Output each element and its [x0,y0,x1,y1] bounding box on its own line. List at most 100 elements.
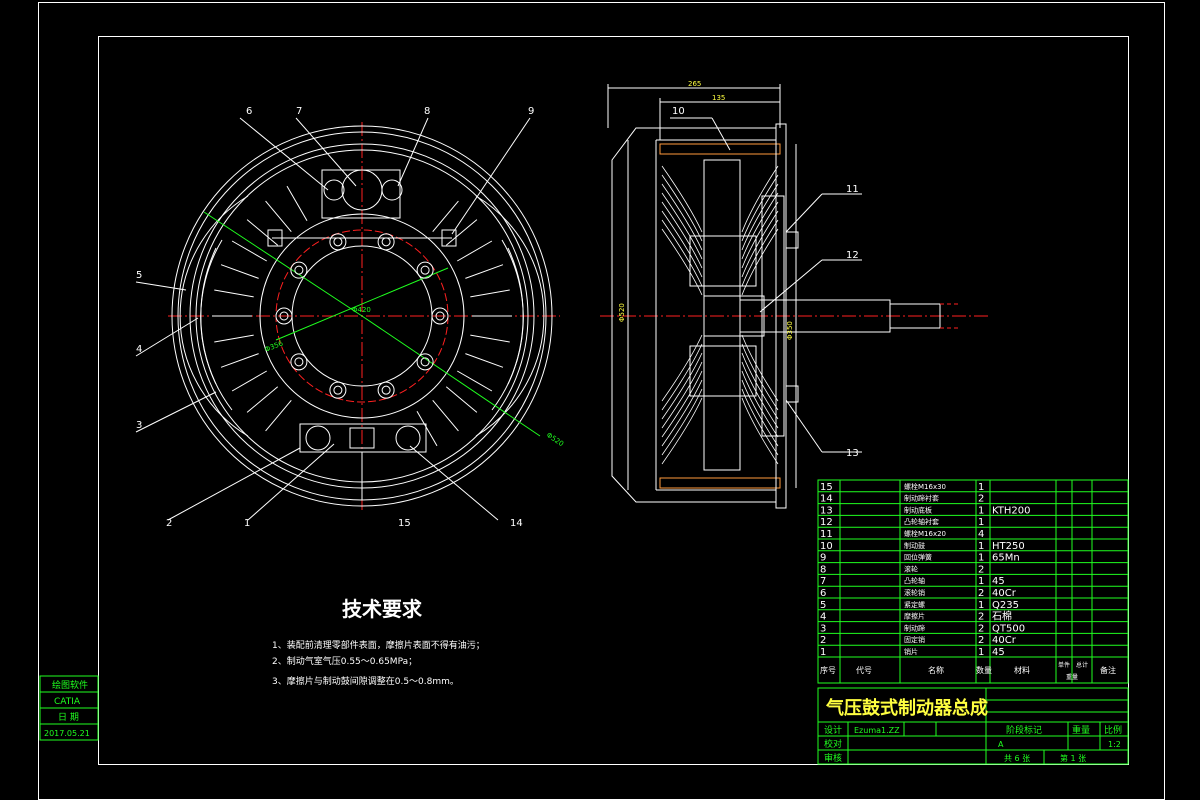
bom-cell-qty: 1 [978,517,984,528]
shoe-web-stroke [661,352,703,420]
shoe-web-stroke [741,379,779,447]
bom-cell-name: 制动鼓 [904,541,925,550]
shoe-web-stroke [661,183,703,251]
bom-cell-mat: QT500 [992,623,1025,634]
shoe-web-stroke [661,379,703,447]
shoe-web-stroke [661,334,703,402]
drum-rib [470,334,510,343]
bom-header-cell: 数量 [976,665,992,675]
shoe-web-stroke [741,397,779,465]
shoe-web-stroke [741,361,779,429]
outer-border [38,2,1165,800]
bolt-hole [290,353,308,371]
shoe-web-stroke [661,219,703,287]
design-label: 设计 [824,724,842,736]
bom-cell-name: 固定销 [904,635,925,644]
balloon-14: 14 [510,518,523,529]
shoe-web-stroke [661,210,703,278]
title-block [817,687,1129,765]
bolt-hole-inner [420,265,430,275]
shoe-web-stroke [741,228,779,296]
shoe-web-stroke [741,370,779,438]
drum-rib [457,370,493,392]
bom-cell-qty: 2 [978,635,984,646]
bolt-hole [416,353,434,371]
shoe-web-stroke [741,201,779,269]
bom-header-cell: 代号 [856,665,872,675]
balloon-6: 6 [246,106,252,117]
bom-header-cell: 备注 [1100,665,1116,675]
balloon-15: 15 [398,518,411,529]
bom-cell-qty: 1 [978,482,984,493]
shoe-web-stroke [741,334,779,402]
bom-cell-no: 4 [820,612,826,623]
drum-rib [214,289,254,298]
bom-cell-name: 紧定螺 [904,600,925,609]
dim-phi520: Φ520 [545,431,565,448]
bom-cell-mat: 65Mn [992,553,1020,564]
dim-135: 135 [712,94,725,102]
balloon-13: 13 [846,448,859,459]
drum-rib [265,399,292,432]
title-block-text: 气压鼓式制动器总成 设计 Ezuma1.ZZ 校对 审核 阶段标记 重量 比例 … [824,697,1122,764]
drum-rib [265,200,292,233]
date-label: 日 期 [58,712,79,723]
bom-cell-no: 9 [820,553,826,564]
bom-cell-qty: 4 [978,529,984,540]
bom-cell-name: 滚轮 [904,564,918,573]
drum-rib [214,334,254,343]
balloon-2: 2 [166,518,172,529]
bom-frame [817,479,1129,684]
shoe-web-stroke [661,370,703,438]
shoe-web-stroke [741,183,779,251]
bom-cell-name: 摩擦片 [904,612,925,621]
balloon-10: 10 [672,106,685,117]
bolt-hole-inner [333,385,343,395]
drum-rib [465,353,504,368]
weight-label: 重量 [1072,724,1090,736]
side-labels: 265 135 Φ520 Φ350 [618,80,794,340]
bom-cell-qty: 1 [978,541,984,552]
bom-cell-name: 滚轮销 [904,588,925,597]
bom-cell-qty: 2 [978,494,984,505]
bom-cell-mat: HT250 [992,541,1025,552]
drum-rib [457,240,493,262]
bom-cell-mat: 石棉 [992,610,1012,623]
bom-cell-qty: 2 [978,612,984,623]
bolt-hole-inner [435,311,445,321]
bom-cell-no: 12 [820,517,833,528]
side-rib-strokes [661,165,779,465]
drum-ribs [212,185,512,447]
side-dimensions [607,84,797,490]
tech-note-2: 2、制动气室气压0.55～0.65MPa； [272,655,417,667]
drum-rib [470,289,510,298]
drum-rib [445,219,478,246]
bom-cell-mat: Q235 [992,600,1019,611]
bom-cell-name: 制动蹄衬套 [904,494,939,503]
bolt-hole-inner [294,357,304,367]
tech-note-1: 1、装配前清理零部件表面，摩擦片表面不得有油污； [272,639,485,651]
bom-cell-no: 5 [820,600,826,611]
stage-value: A [998,740,1004,749]
check-label: 校对 [824,738,842,750]
bom-header-cell: 序号 [820,665,836,675]
drum-rib [432,399,459,432]
shoe-web-stroke [661,388,703,456]
side-view [600,123,990,509]
shoe-web-stroke [661,228,703,296]
shoe-web-stroke [741,352,779,420]
bom-cell-mat: 40Cr [992,588,1017,599]
shoe-web-stroke [741,219,779,287]
balloon-5: 5 [136,270,142,281]
balloon-11: 11 [846,184,859,195]
dim-phi356: Φ356 [264,339,285,354]
bom-cell-name: 销片 [904,647,918,656]
side-leaders [670,117,862,453]
balloon-1: 1 [244,518,250,529]
bom-cell-qty: 1 [978,600,984,611]
hub-bolt-holes [275,233,449,399]
drum-rib [246,386,279,413]
bom-cell-qty: 2 [978,588,984,599]
bolt-hole-inner [420,357,430,367]
